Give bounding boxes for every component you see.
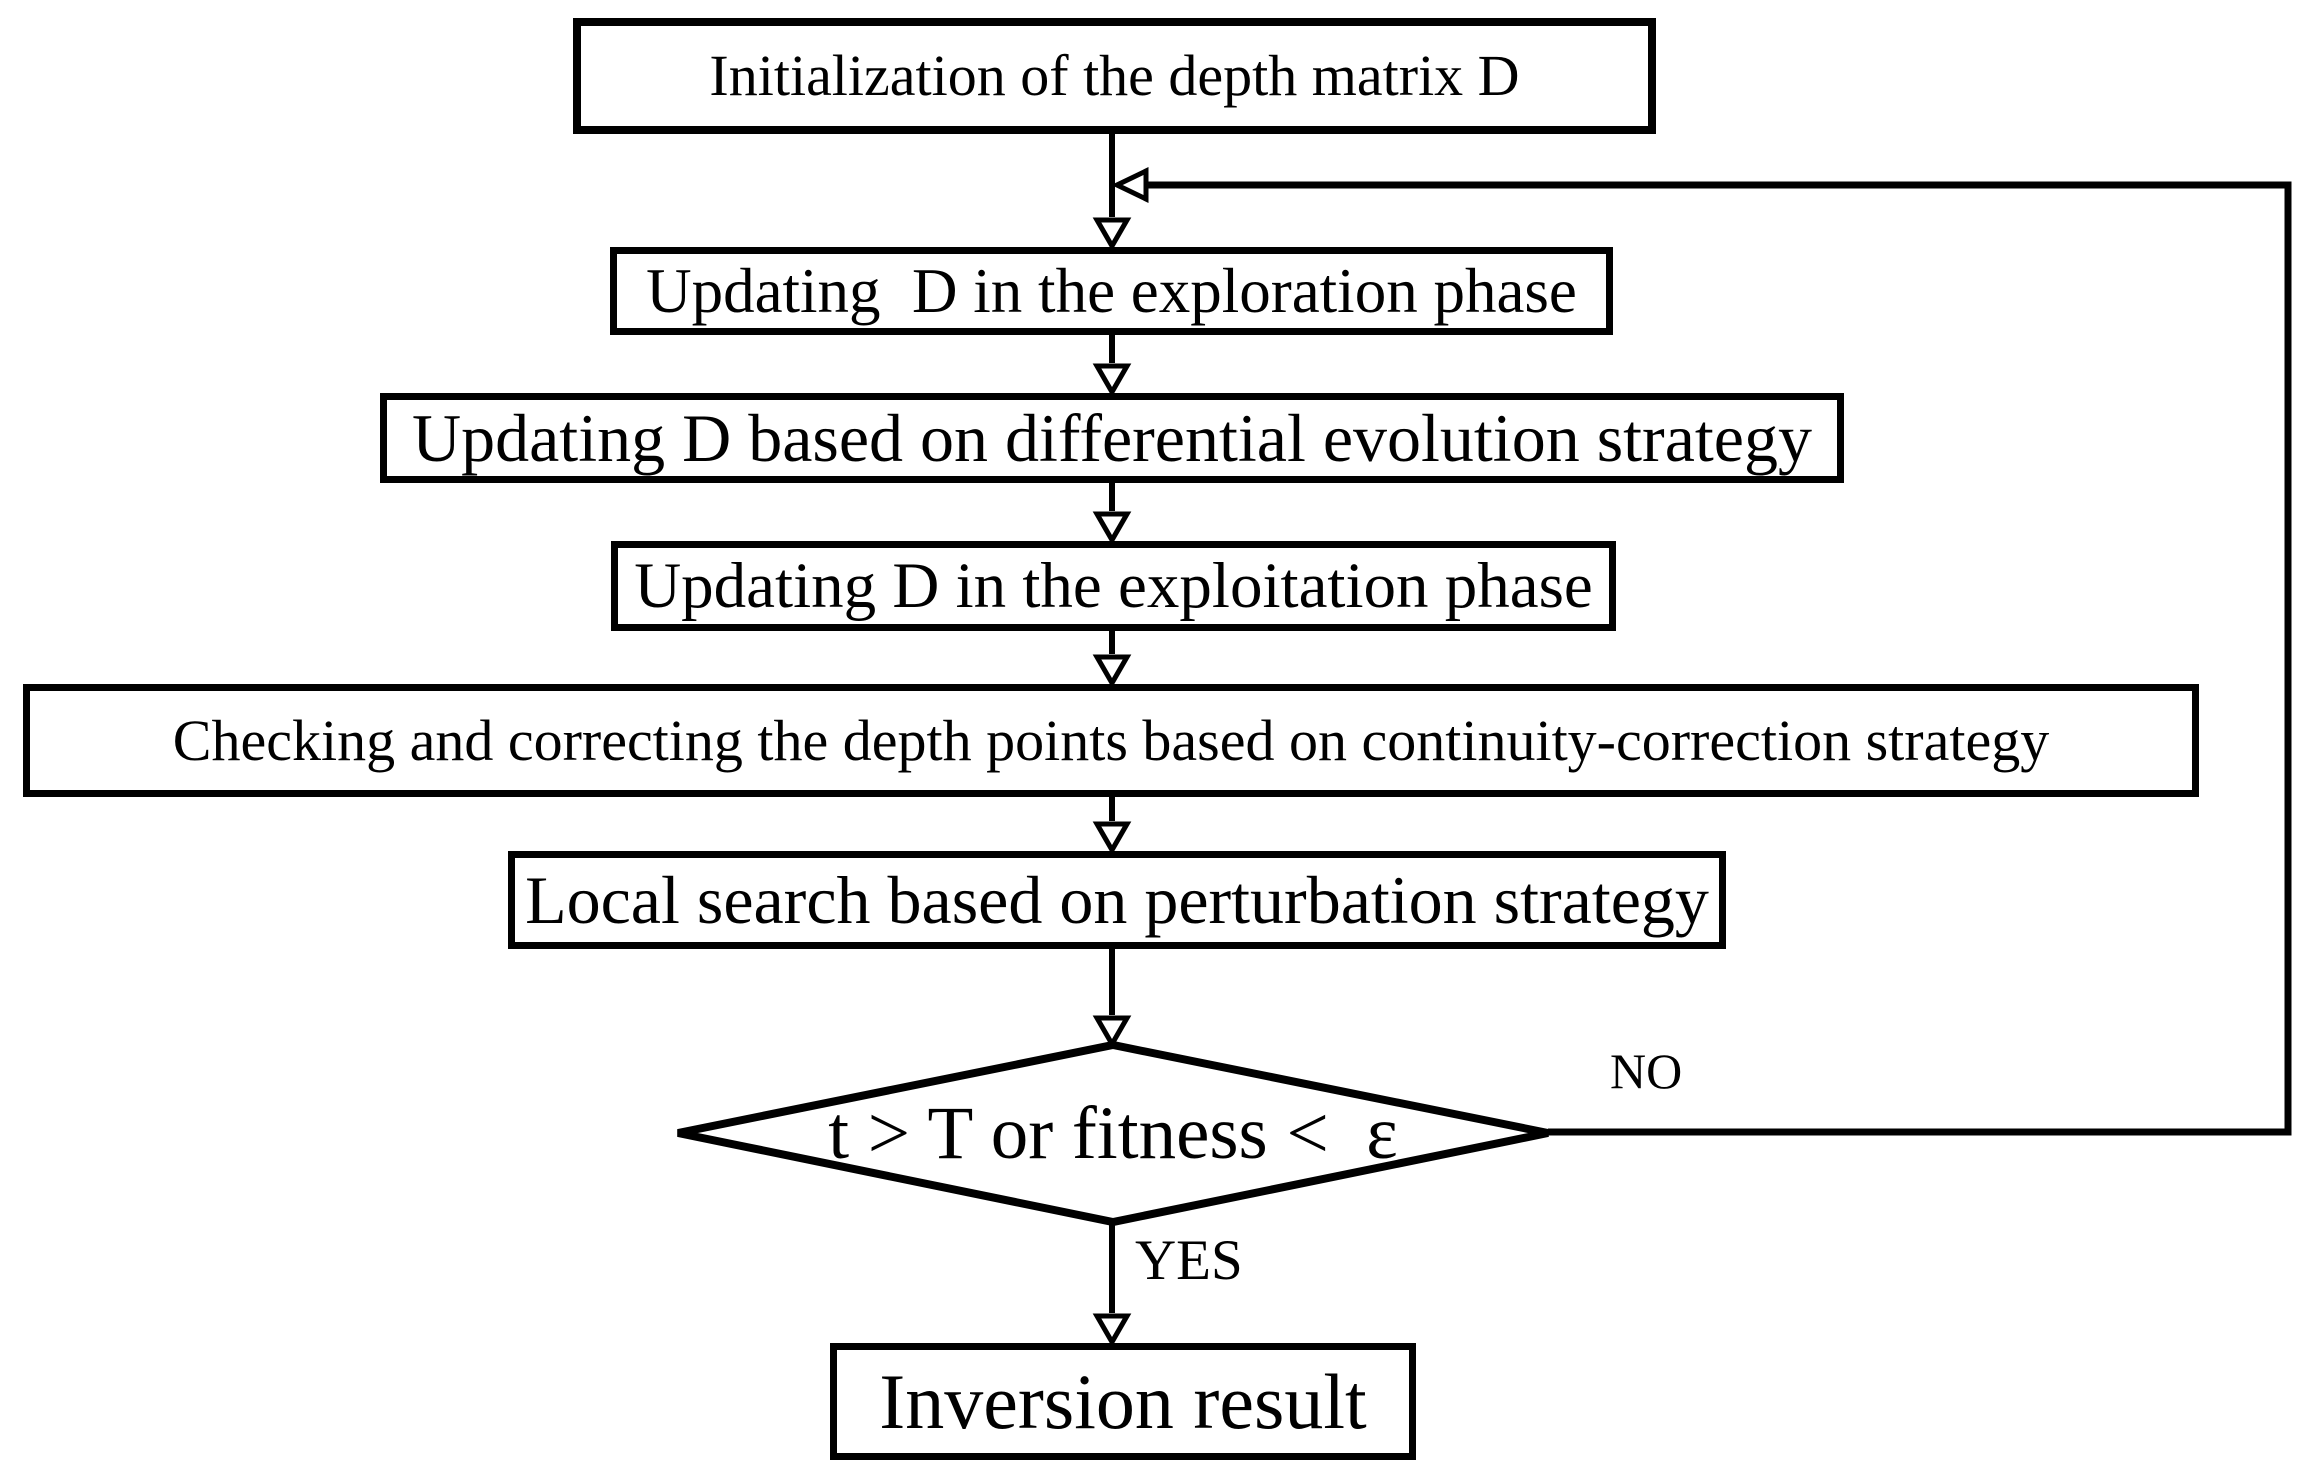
step-initialization: Initialization of the depth matrix D [573, 18, 1656, 134]
decision-condition-label: t > T or fitness < ε [828, 1092, 1398, 1175]
branch-label-no: NO [1610, 1043, 1683, 1099]
down-arrowhead-icon [1092, 821, 1132, 856]
branch-label-yes: YES [1135, 1229, 1243, 1292]
decision-condition: t > T or fitness < ε [678, 1045, 1548, 1222]
down-arrowhead-icon [1092, 363, 1132, 398]
down-arrowhead-icon [1092, 1015, 1132, 1050]
no-loop-line [1146, 181, 2292, 1136]
step-exploration-update-label: Updating D in the exploration phase [646, 255, 1577, 326]
step-exploitation-update-label: Updating D in the exploitation phase [634, 549, 1593, 622]
step-local-search: Local search based on perturbation strat… [508, 851, 1726, 949]
step-exploitation-update: Updating D in the exploitation phase [611, 541, 1616, 631]
down-arrowhead-icon [1092, 511, 1132, 546]
step-continuity-correction-label: Checking and correcting the depth points… [172, 707, 2050, 773]
step-inversion-result: Inversion result [830, 1343, 1416, 1460]
down-arrowhead-icon [1092, 654, 1132, 689]
loop-left-arrowhead-icon [1111, 167, 1149, 203]
step-inversion-result-label: Inversion result [879, 1357, 1367, 1445]
down-arrowhead-icon [1092, 1313, 1132, 1348]
decision-diamond [677, 1040, 1549, 1227]
step-differential-evolution-label: Updating D based on differential evoluti… [412, 400, 1812, 476]
down-arrowhead-icon [1092, 217, 1132, 252]
step-continuity-correction: Checking and correcting the depth points… [23, 684, 2199, 797]
step-exploration-update: Updating D in the exploration phase [610, 247, 1613, 335]
step-differential-evolution: Updating D based on differential evoluti… [380, 393, 1844, 483]
step-initialization-label: Initialization of the depth matrix D [709, 43, 1520, 108]
step-local-search-label: Local search based on perturbation strat… [525, 862, 1709, 938]
